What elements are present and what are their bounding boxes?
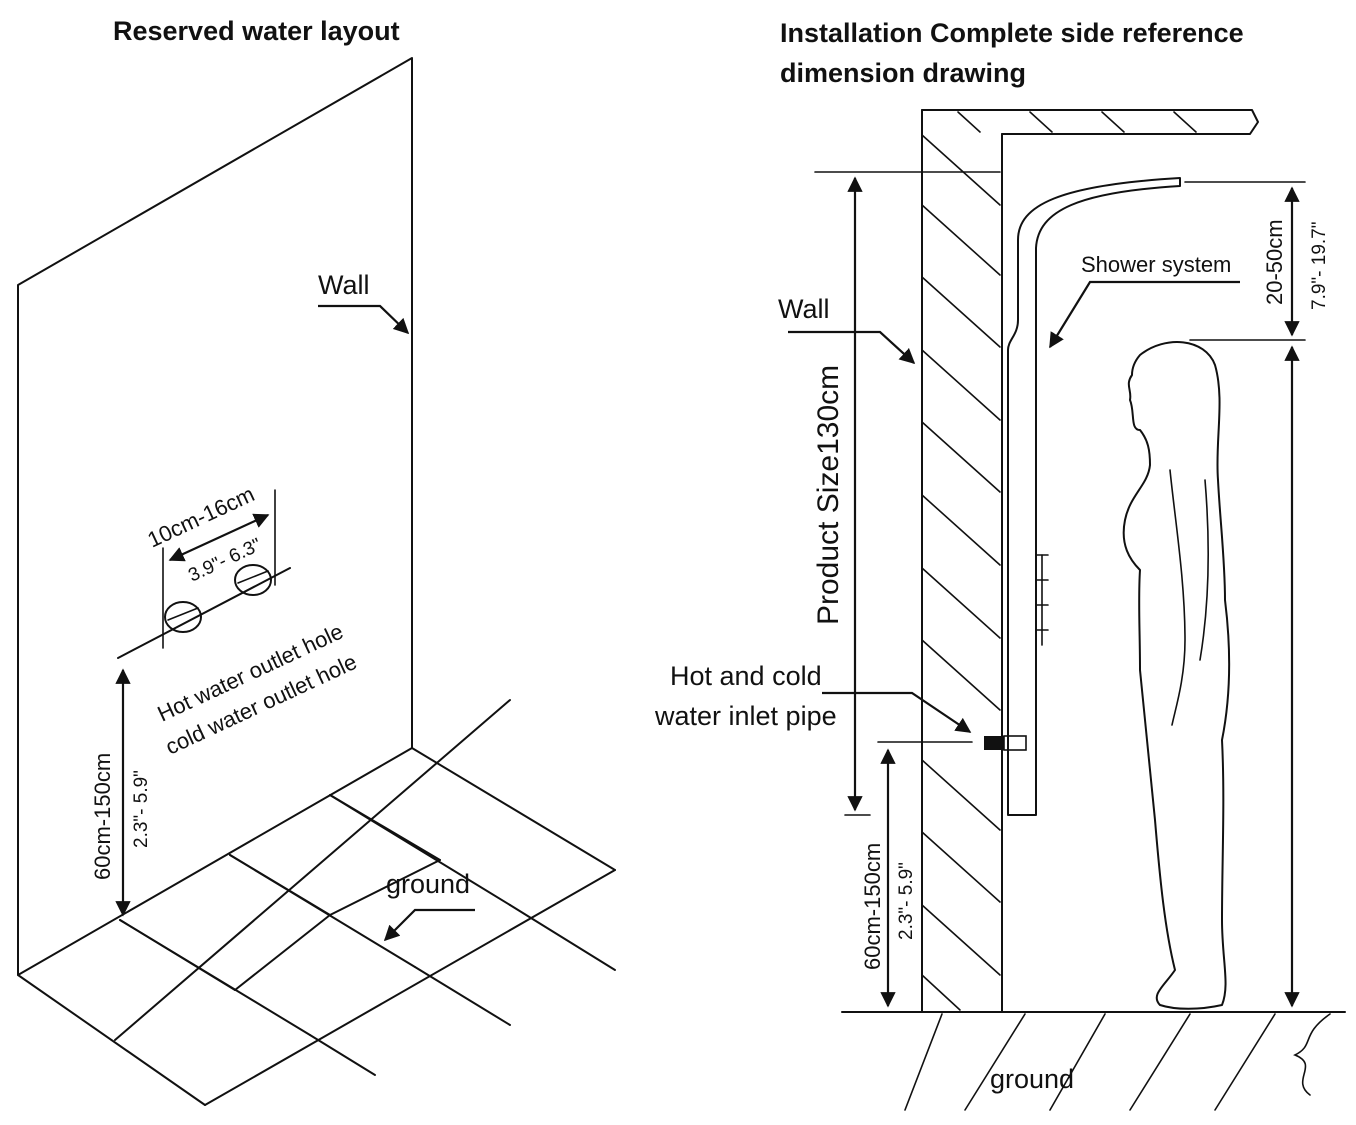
right-wall-leader [788, 330, 916, 365]
top-gap-in-label: 7.9"- 19.7" [1309, 222, 1330, 311]
inlet-pipe-fitting [984, 736, 1004, 750]
left-ground-label: ground [386, 869, 470, 899]
inlet-pipe-cap [1003, 735, 1027, 751]
shower-system-leader [1049, 280, 1240, 349]
right-title-line1: Installation Complete side reference [780, 18, 1244, 48]
product-size-label: Product Size130cm [812, 365, 845, 625]
left-ground-leader [383, 908, 475, 942]
left-wall-label: Wall [318, 270, 370, 300]
person-silhouette [1122, 341, 1231, 1010]
pipe-label-line1: Hot and cold [670, 661, 822, 691]
ceiling [921, 109, 1259, 135]
left-height-cm-label: 60cm-150cm [90, 753, 115, 880]
person-arm [1169, 469, 1186, 726]
spacing-dimension-arrow [168, 513, 270, 562]
left-title: Reserved water layout [113, 16, 400, 46]
top-gap-cm-label: 20-50cm [1262, 219, 1287, 305]
right-panel: Installation Complete side reference dim… [654, 18, 1346, 1111]
right-height-cm-label: 60cm-150cm [860, 843, 885, 970]
left-wall-leader [318, 304, 410, 335]
right-ground-label: ground [990, 1064, 1074, 1094]
right-title-line2: dimension drawing [780, 58, 1026, 88]
cold-outlet-hole [234, 564, 272, 596]
right-wall-label: Wall [778, 294, 830, 324]
hot-outlet-hole [164, 601, 202, 633]
outlet-baseline [117, 567, 291, 659]
right-height-in-label: 2.3"- 5.9" [896, 862, 917, 940]
right-wall-section [921, 109, 1003, 1013]
right-ground [841, 1011, 1346, 1111]
pipe-label-leader [822, 691, 972, 733]
shower-system-label: Shower system [1081, 252, 1231, 277]
left-panel: Reserved water layout Wall [17, 16, 616, 1106]
spacing-in-label: 3.9"- 6.3" [185, 535, 264, 587]
left-floor-tiles [17, 699, 616, 1106]
shower-panel [1007, 177, 1181, 816]
person-back [1199, 479, 1210, 661]
left-height-in-label: 2.3"- 5.9" [131, 770, 152, 848]
pipe-label-line2: water inlet pipe [654, 701, 837, 731]
